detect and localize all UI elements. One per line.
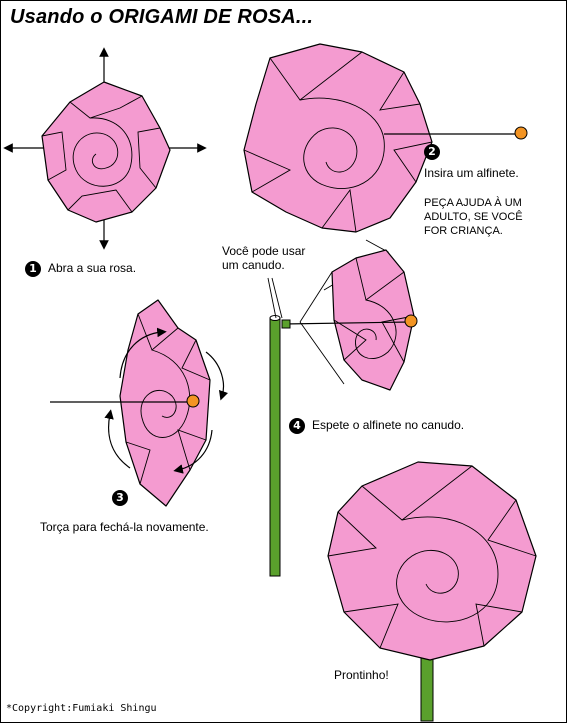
step-number-badge: 4 bbox=[289, 418, 305, 434]
rose-pin-illustration bbox=[243, 43, 528, 233]
warning-line: ADULTO, SE VOCÊ bbox=[424, 211, 523, 223]
copyright: *Copyright:Fumiaki Shingu bbox=[6, 703, 157, 714]
step-number-badge: 2 bbox=[424, 144, 440, 160]
warning-line: PEÇA AJUDA À UM bbox=[424, 197, 522, 209]
step-text: Espete o alfinete no canudo. bbox=[312, 418, 465, 433]
rose-straw-illustration bbox=[267, 239, 418, 577]
rose-twist-illustration bbox=[50, 299, 229, 507]
step-number-badge: 1 bbox=[25, 261, 41, 277]
step-4: 4 Espete o alfinete no canudo. bbox=[289, 418, 464, 434]
page-title: Usando o ORIGAMI DE ROSA... bbox=[10, 6, 314, 28]
step-2: 2 bbox=[424, 144, 447, 160]
step-3-text: Torça para fechá-la novamente. bbox=[40, 520, 209, 534]
straw-note-line: Você pode usar bbox=[222, 244, 306, 258]
final-label: Prontinho! bbox=[334, 668, 389, 682]
step-text: Abra a sua rosa. bbox=[48, 261, 137, 276]
straw-note: Você pode usar um canudo. bbox=[222, 244, 305, 272]
rose-open-illustration bbox=[3, 47, 207, 250]
step-1: 1 Abra a sua rosa. bbox=[25, 261, 136, 277]
warning-note: PEÇA AJUDA À UM ADULTO, SE VOCÊ FOR CRIA… bbox=[424, 196, 523, 238]
step-2-text: Insira um alfinete. bbox=[424, 166, 519, 180]
step-number-badge: 3 bbox=[112, 490, 128, 506]
warning-line: FOR CRIANÇA. bbox=[424, 225, 503, 237]
rose-finished-illustration bbox=[327, 461, 537, 722]
straw-note-line: um canudo. bbox=[222, 258, 285, 272]
step-3: 3 bbox=[112, 490, 135, 506]
